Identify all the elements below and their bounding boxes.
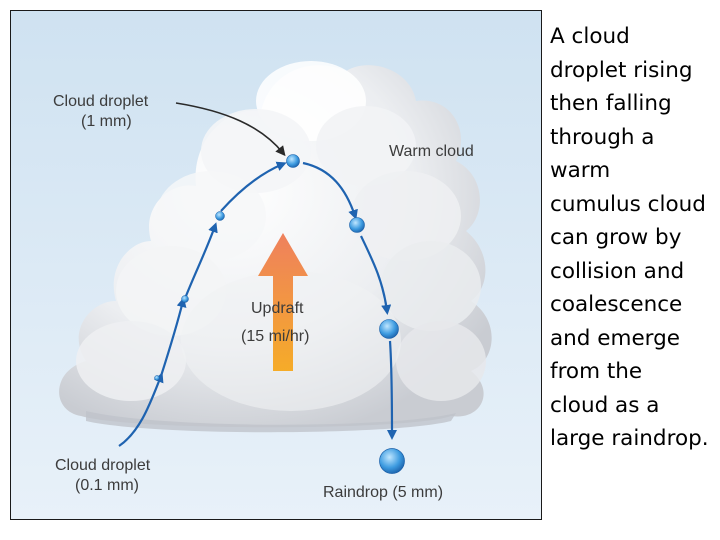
caption-line: cloud as a <box>550 389 718 423</box>
label-warm-cloud: Warm cloud <box>389 143 474 160</box>
droplet-small <box>182 296 189 303</box>
caption-line: A cloud <box>550 20 718 54</box>
droplet-1mm <box>287 155 300 168</box>
caption-line: can grow by <box>550 221 718 255</box>
label-cloud-droplet-top-size: (1 mm) <box>81 113 132 130</box>
label-cloud-droplet-bottom: Cloud droplet <box>55 457 151 474</box>
droplet-larger <box>380 320 399 339</box>
cloud-diagram: Cloud droplet (1 mm) Warm cloud Updraft … <box>10 10 542 520</box>
caption-line: and emerge <box>550 322 718 356</box>
caption-line: warm <box>550 154 718 188</box>
caption-line: cumulus cloud <box>550 188 718 222</box>
raindrop-5mm <box>380 449 405 474</box>
label-cloud-droplet-top: Cloud droplet <box>53 93 149 110</box>
caption-line: from the <box>550 355 718 389</box>
label-updraft: Updraft <box>251 300 304 317</box>
droplet-growing <box>350 218 365 233</box>
caption-line: then falling <box>550 87 718 121</box>
caption-line: through a <box>550 121 718 155</box>
droplet-0.1mm <box>155 376 160 381</box>
caption-line: coalescence <box>550 288 718 322</box>
caption-line: collision and <box>550 255 718 289</box>
droplet-medium <box>216 212 225 221</box>
caption-line: large raindrop. <box>550 422 718 456</box>
label-updraft-speed: (15 mi/hr) <box>241 328 309 345</box>
label-raindrop: Raindrop (5 mm) <box>323 484 443 501</box>
caption-text: A cloud droplet rising then falling thro… <box>550 20 718 456</box>
caption-line: droplet rising <box>550 54 718 88</box>
label-cloud-droplet-bottom-size: (0.1 mm) <box>75 477 139 494</box>
